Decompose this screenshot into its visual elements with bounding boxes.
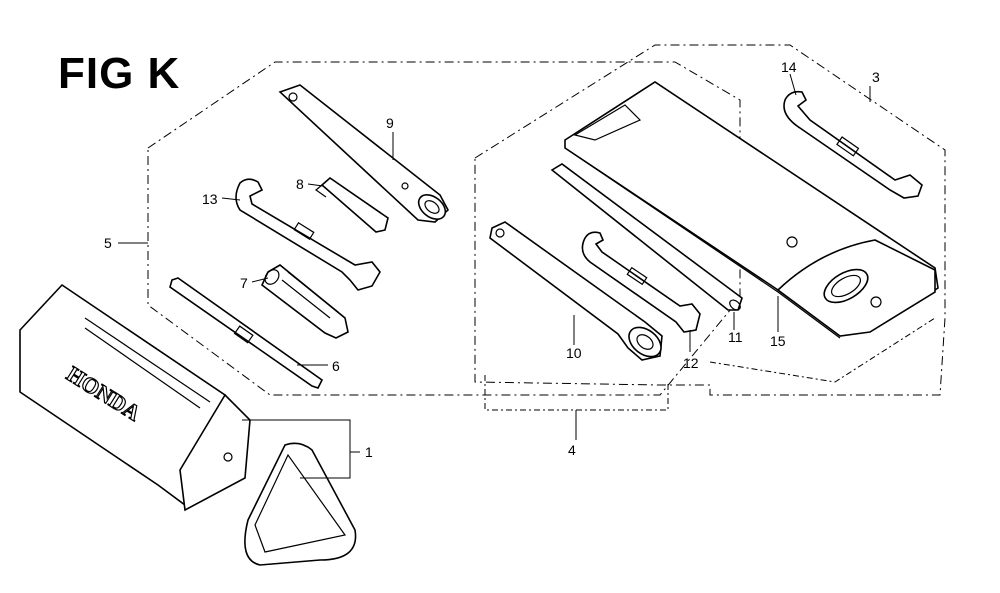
figure-title: FIG K — [58, 49, 181, 98]
part-14-open-wrench — [783, 90, 923, 199]
callout-1: 1 — [365, 444, 373, 460]
callout-9: 9 — [386, 115, 394, 131]
callout-12: 12 — [683, 355, 699, 371]
part-6-handle-bar — [169, 277, 324, 389]
group-3-outline — [474, 44, 946, 396]
callout-14: 14 — [781, 59, 797, 75]
part-11-rod — [550, 163, 743, 311]
part-15-tool-bag — [564, 81, 939, 339]
callout-8: 8 — [296, 176, 304, 192]
callout-4: 4 — [568, 442, 576, 458]
callout-6: 6 — [332, 358, 340, 374]
group-5-outline — [147, 61, 741, 396]
callout-5: 5 — [104, 235, 112, 251]
callout-10: 10 — [566, 345, 582, 361]
callout-15: 15 — [770, 333, 786, 349]
leader-lines — [118, 73, 871, 479]
callout-13: 13 — [202, 191, 218, 207]
callout-11: 11 — [728, 329, 743, 345]
part-8-screwdriver-bit — [315, 176, 389, 233]
part-1-triangle-case — [19, 283, 357, 566]
callout-7: 7 — [240, 275, 248, 291]
callout-3: 3 — [872, 69, 880, 85]
part-13-open-wrench — [235, 178, 381, 291]
group-3-inner-outline — [709, 317, 936, 383]
part-12-small-wrench — [581, 231, 701, 333]
part-10-box-spanner — [489, 221, 663, 361]
group-4-outline — [484, 375, 669, 411]
part-7-screwdriver-handle — [261, 264, 349, 339]
part-9-box-wrench — [278, 84, 449, 223]
